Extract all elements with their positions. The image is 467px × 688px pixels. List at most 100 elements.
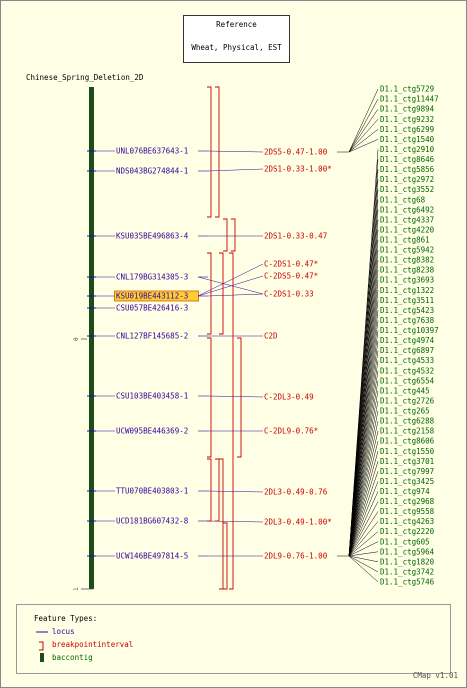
contig-label: D1.1_ctg605 <box>380 537 430 546</box>
breakpoint-bracket <box>207 252 212 335</box>
cmap-diagram: Chinese_Spring_Deletion_2D 0 1 UNL076BE6376… <box>26 73 439 591</box>
breakpoint-bracket <box>219 252 224 335</box>
locus-interval-link <box>207 168 264 172</box>
contig-label: D1.1_ctg9558 <box>380 507 435 516</box>
contig-label: D1.1_ctg3701 <box>380 457 434 466</box>
contig-label: D1.1_ctg5729 <box>380 85 434 94</box>
contig-label: D1.1_ctg5746 <box>380 578 435 587</box>
contig-label: D1.1_ctg10397 <box>380 326 439 335</box>
contig-label: D1.1_ctg6299 <box>380 125 434 134</box>
contig-link <box>348 108 379 153</box>
contig-label: D1.1_ctg2220 <box>380 527 435 536</box>
contig-label: D1.1_ctg265 <box>380 407 430 416</box>
contig-label: D1.1_ctg2972 <box>380 175 434 184</box>
contig-link <box>348 410 379 557</box>
interval-label: 2DS1-0.33-1.00* <box>264 165 332 174</box>
reference-box: Reference Wheat, Physical, EST <box>183 15 290 63</box>
contig-label: D1.1_ctg4220 <box>380 225 435 234</box>
contig-label: D1.1_ctg5423 <box>380 306 434 315</box>
contig-link <box>348 471 379 557</box>
interval-label: 2DS5-0.47-1.00 <box>264 148 328 157</box>
contig-link <box>348 481 379 557</box>
locus-label: CNL127BF145685-2 <box>116 332 188 341</box>
breakpoint-bracket <box>229 252 234 590</box>
footer-version: CMap v1.01 <box>412 671 458 680</box>
legend-item-locus: locus <box>52 627 75 636</box>
axis-label-bottom: 1 <box>73 587 80 591</box>
contig-label: D1.1_ctg5856 <box>380 165 435 174</box>
locus-interval-link <box>207 150 264 153</box>
locus-interval-link <box>197 276 264 295</box>
locus-label: UCW146BE497814-5 <box>116 552 188 561</box>
contig-link <box>348 430 379 557</box>
axis-label-top: 0 <box>73 337 80 341</box>
breakpoint-bracket <box>223 522 228 590</box>
interval-label: C-2DS5-0.47* <box>264 272 318 281</box>
locus-interval-link <box>207 293 264 297</box>
contig-label: D1.1_ctg8238 <box>380 266 435 275</box>
locus-label: UNL076BE637643-1 <box>116 147 188 156</box>
contig-label: D1.1_ctg8646 <box>380 155 435 164</box>
chromosome-bar <box>89 87 94 589</box>
locus-label: NDS043BG274844-1 <box>116 167 188 176</box>
locus-interval-link <box>197 263 264 297</box>
contig-label: D1.1_ctg3742 <box>380 567 434 576</box>
contig-label: D1.1_ctg974 <box>380 487 430 496</box>
contig-link <box>348 555 379 563</box>
contig-label: D1.1_ctg6288 <box>380 417 435 426</box>
locus-line-icon <box>36 631 48 633</box>
contig-label: D1.1_ctg7638 <box>380 316 435 325</box>
contig-link <box>348 390 379 557</box>
contig-link <box>348 88 379 153</box>
contig-label: D1.1_ctg4974 <box>380 336 435 345</box>
reference-subtitle: Wheat, Physical, EST <box>191 43 282 52</box>
locus-label: CNL179BG314305-3 <box>116 273 188 282</box>
legend-item-baccontig: baccontig <box>52 653 93 662</box>
locus-interval-link <box>207 395 264 398</box>
interval-label: 2DS1-0.33-0.47 <box>264 232 327 241</box>
contig-link <box>348 119 379 153</box>
contig-link <box>348 360 379 557</box>
contig-link <box>348 400 379 557</box>
contig-label: D1.1_ctg8382 <box>380 256 434 265</box>
breakpoint-bracket <box>207 458 212 522</box>
contig-label: D1.1_ctg7997 <box>380 467 434 476</box>
contig-label: D1.1_ctg6897 <box>380 346 434 355</box>
map-title: Chinese_Spring_Deletion_2D <box>26 73 144 82</box>
contig-label: D1.1_ctg68 <box>380 195 426 204</box>
contig-link <box>348 511 379 557</box>
locus-interval-link <box>197 275 264 297</box>
locus-interval-link <box>207 490 264 493</box>
contig-link <box>348 98 379 153</box>
legend-item-breakpointinterval: breakpointinterval <box>52 640 134 649</box>
green-bar-icon <box>40 653 44 662</box>
contig-label: D1.1_ctg1540 <box>380 135 435 144</box>
legend: Feature Types: locus breakpointinterval … <box>16 604 451 674</box>
contig-label: D1.1_ctg4337 <box>380 215 434 224</box>
breakpoint-bracket <box>215 458 220 522</box>
contig-label: D1.1_ctg3425 <box>380 477 434 486</box>
contig-label: D1.1_ctg3693 <box>380 276 434 285</box>
interval-label: C-2DL9-0.76* <box>264 427 318 436</box>
contig-label: D1.1_ctg6492 <box>380 205 434 214</box>
locus-label: CSU057BE426416-3 <box>116 304 188 313</box>
contig-label: D1.1_ctg4532 <box>380 366 434 375</box>
contig-label: D1.1_ctg2968 <box>380 497 435 506</box>
contig-label: D1.1_ctg3511 <box>380 296 434 305</box>
contig-label: D1.1_ctg2910 <box>380 145 435 154</box>
locus-label: KSU019BE443112-3 <box>116 292 188 301</box>
contig-link <box>348 370 379 557</box>
contig-link <box>348 551 379 557</box>
contig-label: D1.1_ctg445 <box>380 386 430 395</box>
contig-link <box>348 491 379 557</box>
contig-label: D1.1_ctg5964 <box>380 547 435 556</box>
contig-label: D1.1_ctg9232 <box>380 115 434 124</box>
contig-label: D1.1_ctg9894 <box>380 105 435 114</box>
contig-link <box>348 129 379 153</box>
reference-title: Reference <box>216 20 257 29</box>
breakpoint-bracket <box>219 458 224 590</box>
contig-link <box>348 380 379 557</box>
contig-link <box>348 541 379 557</box>
interval-label: 2DL3-0.49-1.00* <box>264 518 332 527</box>
